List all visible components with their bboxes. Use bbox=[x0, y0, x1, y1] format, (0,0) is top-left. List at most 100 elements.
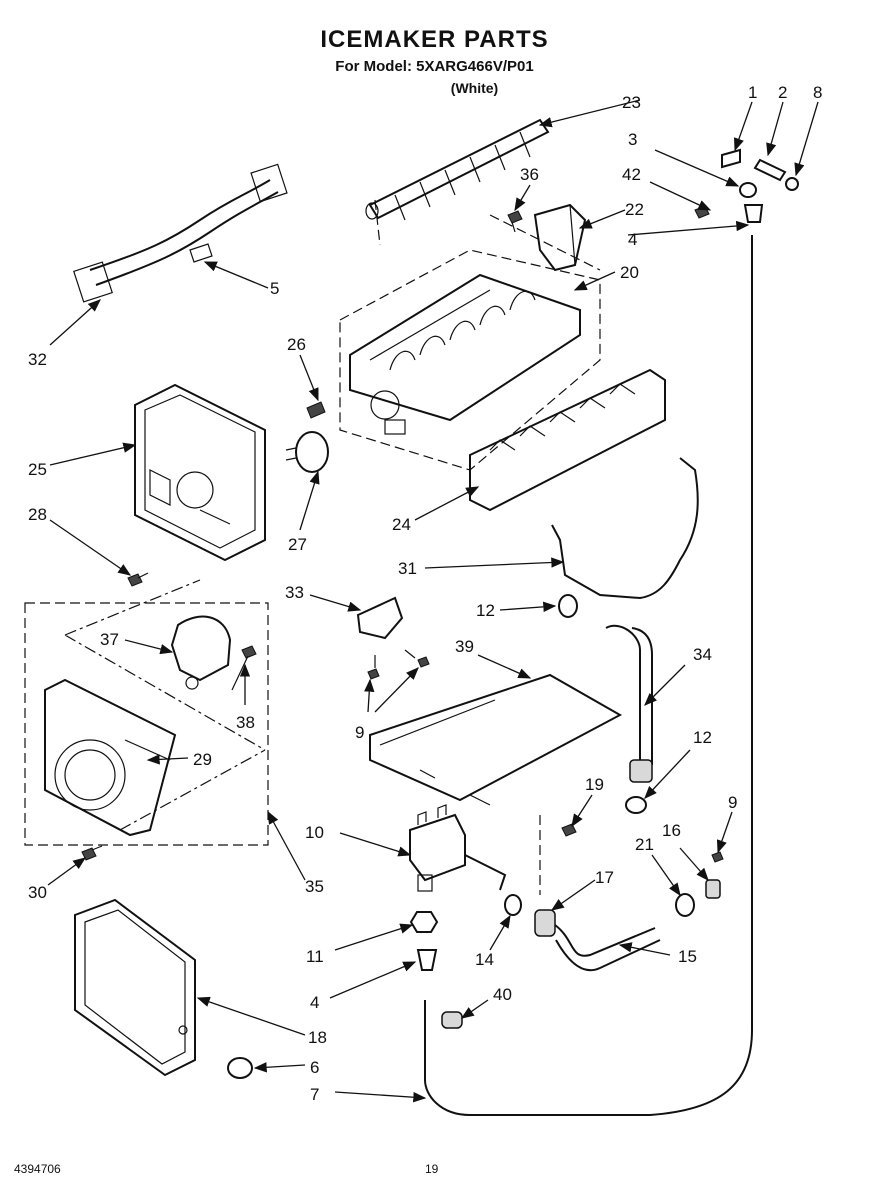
screw-30-part bbox=[81, 845, 103, 861]
sleeve-21-part bbox=[675, 893, 695, 917]
leader-15 bbox=[618, 942, 671, 956]
nut-11-part bbox=[409, 911, 439, 933]
leader-20 bbox=[573, 271, 616, 291]
cap-40-part bbox=[441, 1011, 463, 1029]
leader-9b bbox=[716, 811, 733, 854]
page-number: 19 bbox=[425, 1162, 439, 1176]
callout-14: 14 bbox=[475, 950, 494, 969]
callout-38: 38 bbox=[236, 713, 255, 732]
bracket-33-part bbox=[356, 596, 404, 640]
callout-33: 33 bbox=[285, 583, 304, 602]
callout-23: 23 bbox=[622, 93, 641, 112]
leader-5 bbox=[203, 261, 269, 289]
ejector-shaft-part bbox=[365, 118, 550, 221]
screw-38-part bbox=[231, 645, 257, 691]
callout-15: 15 bbox=[678, 947, 697, 966]
fitting-4-lower-part bbox=[416, 949, 438, 971]
leader-12b bbox=[644, 749, 691, 799]
callout-12a: 12 bbox=[476, 601, 495, 620]
water-tube-part bbox=[424, 235, 753, 1116]
callout-9a: 9 bbox=[355, 723, 364, 742]
clip-part bbox=[306, 401, 326, 419]
mold-assembly-part bbox=[349, 273, 581, 435]
callout-37: 37 bbox=[100, 630, 119, 649]
callout-36: 36 bbox=[520, 165, 539, 184]
callout-19: 19 bbox=[585, 775, 604, 794]
callout-39: 39 bbox=[455, 637, 474, 656]
leader-4a bbox=[627, 220, 750, 236]
leader-37 bbox=[124, 639, 174, 655]
leader-2 bbox=[766, 101, 784, 157]
page-title: ICEMAKER PARTS bbox=[320, 26, 549, 53]
callout-18: 18 bbox=[308, 1028, 327, 1047]
leader-1 bbox=[734, 101, 753, 152]
leader-35 bbox=[267, 810, 306, 881]
callout-29: 29 bbox=[193, 750, 212, 769]
leader-18 bbox=[196, 996, 306, 1036]
callout-32: 32 bbox=[28, 350, 47, 369]
callout-12b: 12 bbox=[693, 728, 712, 747]
plug-6-part bbox=[227, 1057, 253, 1079]
callout-27: 27 bbox=[288, 535, 307, 554]
document-number: 4394706 bbox=[14, 1162, 61, 1176]
screw-19-part bbox=[561, 823, 577, 837]
washer-14-part bbox=[504, 894, 522, 916]
leader-27 bbox=[299, 470, 320, 531]
control-housing-part bbox=[134, 383, 266, 562]
screw-36-part bbox=[507, 210, 523, 233]
callout-5: 5 bbox=[270, 279, 279, 298]
callout-7: 7 bbox=[310, 1085, 319, 1104]
grommet-12a-part bbox=[558, 594, 578, 618]
leader-34 bbox=[644, 664, 686, 706]
leader-29 bbox=[146, 754, 189, 765]
mounting-plate-part bbox=[369, 673, 623, 806]
callout-8: 8 bbox=[813, 83, 822, 102]
leader-9a1 bbox=[364, 678, 375, 713]
stripper-part bbox=[469, 368, 666, 512]
leader-16 bbox=[679, 847, 709, 881]
leader-8 bbox=[794, 101, 819, 177]
leader-14 bbox=[489, 914, 511, 951]
leader-6 bbox=[253, 1062, 306, 1073]
leader-40 bbox=[460, 999, 489, 1019]
screw-9b-part bbox=[711, 851, 724, 863]
callout-42: 42 bbox=[622, 165, 641, 184]
callout-30: 30 bbox=[28, 883, 47, 902]
callout-16: 16 bbox=[662, 821, 681, 840]
callout-35: 35 bbox=[305, 877, 324, 896]
leader-42 bbox=[649, 181, 712, 211]
water-valve-part bbox=[409, 804, 507, 892]
leader-39 bbox=[477, 654, 532, 679]
shutoff-arm-part bbox=[551, 457, 699, 600]
leader-30 bbox=[47, 857, 87, 886]
leader-33 bbox=[309, 594, 362, 612]
callout-26: 26 bbox=[287, 335, 306, 354]
callout-4b: 4 bbox=[310, 993, 319, 1012]
leader-17 bbox=[550, 879, 596, 911]
leader-25 bbox=[49, 442, 137, 466]
callout-22: 22 bbox=[625, 200, 644, 219]
leader-31 bbox=[424, 557, 565, 569]
leader-32 bbox=[49, 299, 101, 346]
leader-24 bbox=[414, 486, 480, 521]
callout-24: 24 bbox=[392, 515, 411, 534]
callout-17: 17 bbox=[595, 868, 614, 887]
callout-1: 1 bbox=[748, 83, 757, 102]
cover-18-part bbox=[74, 898, 196, 1077]
model-number: For Model: 5XARG466V/P01 bbox=[335, 58, 534, 75]
screws-9-part bbox=[367, 649, 430, 680]
fill-tube-part bbox=[605, 624, 653, 783]
leader-21 bbox=[651, 854, 681, 897]
shutoff-cover-part bbox=[533, 203, 587, 272]
leader-10 bbox=[339, 832, 412, 857]
leader-22 bbox=[578, 209, 626, 229]
color-label: (White) bbox=[450, 80, 499, 96]
thermostat-part bbox=[285, 431, 329, 473]
callout-34: 34 bbox=[693, 645, 712, 664]
leader-7 bbox=[334, 1091, 427, 1103]
callout-6: 6 bbox=[310, 1058, 319, 1077]
callout-2: 2 bbox=[778, 83, 787, 102]
module-plate-part bbox=[44, 678, 177, 837]
callout-9b: 9 bbox=[728, 793, 737, 812]
callout-3: 3 bbox=[628, 130, 637, 149]
